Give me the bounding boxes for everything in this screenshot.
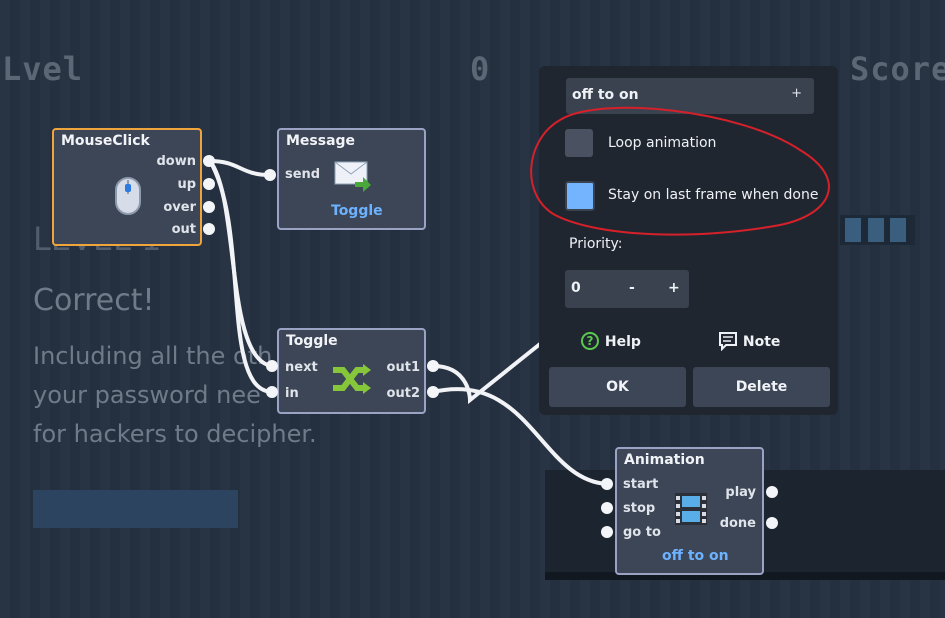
port-in[interactable] bbox=[266, 386, 278, 398]
priority-label: Priority: bbox=[569, 236, 623, 252]
wire-down-in bbox=[208, 159, 274, 394]
port-out1[interactable] bbox=[427, 360, 439, 372]
bg-line-3: for hackers to decipher. bbox=[33, 420, 317, 448]
port-stop[interactable] bbox=[601, 502, 613, 514]
animation-select[interactable]: off to on + bbox=[566, 78, 814, 114]
priority-decrement[interactable]: - bbox=[629, 280, 635, 296]
port-done[interactable] bbox=[766, 517, 778, 529]
node-title: Message bbox=[286, 133, 356, 149]
port-label-up: up bbox=[177, 177, 196, 192]
port-label-stop: stop bbox=[623, 501, 656, 516]
port-label-over: over bbox=[163, 200, 196, 215]
bg-correct: Correct! bbox=[33, 283, 155, 318]
port-out2[interactable] bbox=[427, 386, 439, 398]
port-label-start: start bbox=[623, 477, 659, 492]
stay-last-frame-checkbox[interactable] bbox=[565, 181, 595, 211]
hud-counter: 0 bbox=[470, 50, 491, 88]
hud-level: Lvel bbox=[2, 50, 84, 88]
envelope-icon bbox=[333, 158, 373, 196]
bg-line-1: Including all the oth bbox=[33, 342, 273, 370]
port-label-send: send bbox=[285, 167, 321, 182]
wire-out1 bbox=[431, 338, 547, 405]
ok-button[interactable]: OK bbox=[549, 367, 686, 407]
priority-value: 0 bbox=[571, 280, 581, 296]
port-label-in: in bbox=[285, 386, 299, 401]
animation-name: off to on bbox=[662, 548, 729, 564]
port-send[interactable] bbox=[264, 169, 276, 181]
help-icon: ? bbox=[581, 332, 599, 350]
message-node[interactable]: Message send Toggle bbox=[277, 128, 426, 230]
help-label: Help bbox=[604, 334, 641, 350]
priority-stepper[interactable]: 0 - + bbox=[565, 270, 689, 308]
note-icon bbox=[719, 332, 737, 352]
port-goto[interactable] bbox=[601, 526, 613, 538]
hud-score: Score bbox=[850, 50, 945, 88]
port-label-goto: go to bbox=[623, 525, 661, 540]
message-target: Toggle bbox=[331, 203, 383, 219]
port-next[interactable] bbox=[266, 360, 278, 372]
svg-text:?: ? bbox=[587, 334, 594, 348]
loop-label: Loop animation bbox=[608, 135, 717, 151]
note-label: Note bbox=[742, 334, 781, 350]
port-play[interactable] bbox=[766, 486, 778, 498]
port-label-out2: out2 bbox=[386, 386, 420, 401]
port-label-down: down bbox=[156, 154, 196, 169]
film-strip-icon bbox=[675, 493, 707, 529]
port-over[interactable] bbox=[203, 201, 215, 213]
mouse-icon bbox=[114, 176, 142, 220]
priority-increment[interactable]: + bbox=[668, 280, 680, 296]
port-label-done: done bbox=[719, 516, 756, 531]
delete-button[interactable]: Delete bbox=[693, 367, 830, 407]
stay-last-frame-label: Stay on last frame when done bbox=[608, 187, 819, 203]
port-up[interactable] bbox=[203, 178, 215, 190]
animation-settings-panel: off to on + Loop animation Stay on last … bbox=[539, 66, 838, 415]
wire-down-send bbox=[208, 159, 272, 177]
animation-select-value: off to on bbox=[572, 87, 639, 103]
note-button[interactable]: Note bbox=[718, 331, 781, 352]
port-out[interactable] bbox=[203, 223, 215, 235]
port-label-out1: out1 bbox=[386, 360, 420, 375]
animation-node[interactable]: Animation start stop go to play done off… bbox=[615, 447, 764, 575]
help-button[interactable]: ? Help bbox=[580, 331, 641, 351]
node-title: MouseClick bbox=[61, 133, 150, 149]
port-label-out: out bbox=[171, 222, 196, 237]
node-title: Toggle bbox=[286, 333, 338, 349]
port-start[interactable] bbox=[601, 478, 613, 490]
port-label-play: play bbox=[725, 485, 756, 500]
bg-line-2: your password nee bbox=[33, 381, 261, 409]
port-down[interactable] bbox=[203, 155, 215, 167]
mouseclick-node[interactable]: MouseClick down up over out bbox=[52, 128, 202, 246]
loop-checkbox[interactable] bbox=[565, 129, 593, 157]
expand-icon: + bbox=[791, 86, 802, 101]
port-label-next: next bbox=[285, 360, 318, 375]
node-title: Animation bbox=[624, 452, 705, 468]
toggle-node[interactable]: Toggle next in out1 out2 bbox=[277, 328, 426, 414]
shuffle-icon bbox=[331, 362, 371, 400]
wire-out2-start bbox=[431, 387, 609, 486]
